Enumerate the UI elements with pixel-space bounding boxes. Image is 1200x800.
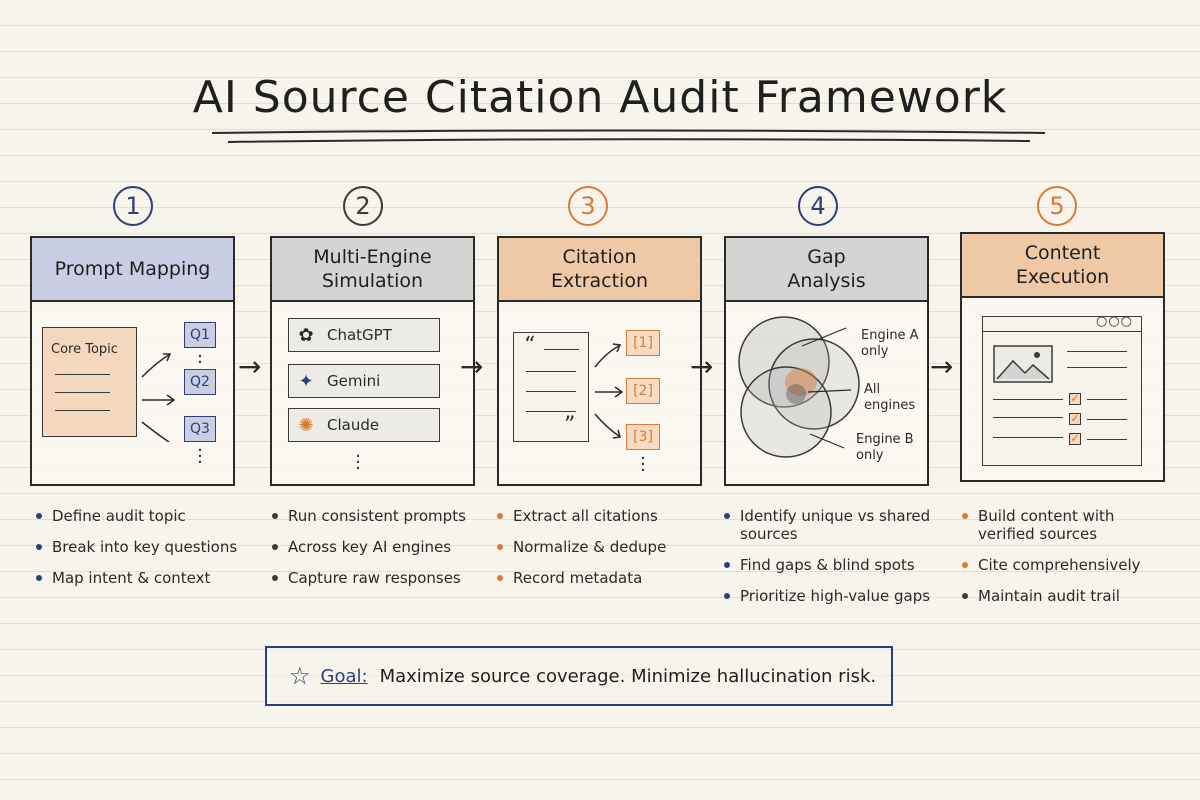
venn-diagram <box>738 316 860 458</box>
close-quote-icon: ” <box>564 413 576 438</box>
step-5-number: 5 <box>1037 186 1077 226</box>
image-placeholder-icon <box>993 345 1053 383</box>
citation-box: [2] <box>626 378 660 404</box>
citation-box: [3] <box>626 424 660 450</box>
goal-label: Goal: <box>320 665 368 687</box>
core-topic-label: Core Topic <box>51 342 118 357</box>
step-4-number: 4 <box>798 186 838 226</box>
bullet-item: Across key AI engines <box>268 538 478 556</box>
doc-line <box>526 371 576 372</box>
core-topic-note: Core Topic <box>42 327 137 437</box>
step-1-bullets: Define audit topic Break into key questi… <box>32 507 242 600</box>
citation-box: [1] <box>626 330 660 356</box>
bullet-item: Map intent & context <box>32 569 242 587</box>
ellipsis-icon: ··· <box>355 446 361 479</box>
step-4-card: Gap Analysis Engine A only All engines E… <box>724 236 929 486</box>
citation-arrows <box>594 343 624 439</box>
venn-label-engine-b: Engine B only <box>856 432 914 463</box>
title-underline <box>211 129 1046 143</box>
note-line <box>55 374 110 375</box>
content-line <box>993 399 1063 400</box>
step-5-bullets: Build content with verified sources Cite… <box>958 507 1158 618</box>
arrow-right-icon: → <box>460 350 484 383</box>
engine-name: Claude <box>327 416 380 434</box>
goal-text: Maximize source coverage. Minimize hallu… <box>379 665 877 687</box>
doc-line <box>526 391 576 392</box>
content-line <box>1087 419 1127 420</box>
step-5-title: Content Execution <box>962 234 1163 298</box>
note-line <box>55 392 110 393</box>
checkbox-checked-icon: ✓ <box>1069 392 1081 405</box>
bullet-item: Capture raw responses <box>268 569 478 587</box>
arrow-right-icon: → <box>930 350 954 383</box>
bullet-item: Define audit topic <box>32 507 242 525</box>
step-2-number: 2 <box>343 186 383 226</box>
engine-chatgpt: ✿ ChatGPT <box>288 318 440 352</box>
engine-name: Gemini <box>327 372 381 390</box>
step-2-card: Multi-Engine Simulation ✿ ChatGPT ✦ Gemi… <box>270 236 475 486</box>
step-3-number: 3 <box>568 186 608 226</box>
bullet-item: Break into key questions <box>32 538 242 556</box>
gemini-star-icon: ✦ <box>298 370 314 392</box>
openai-icon: ✿ <box>298 324 314 346</box>
bullet-item: Record metadata <box>493 569 703 587</box>
browser-titlebar: ○○○ <box>983 314 1141 332</box>
ellipsis-icon: ·· <box>197 346 203 373</box>
step-1-title: Prompt Mapping <box>32 238 233 302</box>
step-3-bullets: Extract all citations Normalize & dedupe… <box>493 507 703 600</box>
bullet-item: Cite comprehensively <box>958 556 1158 574</box>
step-5-card: Content Execution ○○○ ✓ ✓ ✓ <box>960 232 1165 482</box>
browser-window: ○○○ ✓ ✓ ✓ <box>982 314 1142 466</box>
source-document: “ ” <box>513 332 589 442</box>
content-line <box>993 417 1063 418</box>
content-line <box>1087 439 1127 440</box>
checkbox-checked-icon: ✓ <box>1069 412 1081 425</box>
engine-gemini: ✦ Gemini <box>288 364 440 398</box>
ellipsis-icon: ··· <box>197 440 203 473</box>
engine-name: ChatGPT <box>327 326 392 344</box>
step-1-card: Prompt Mapping Core Topic Q1 ·· Q2 Q3 ··… <box>30 236 235 486</box>
step-4-title: Gap Analysis <box>726 238 927 302</box>
note-line <box>55 410 110 411</box>
step-3-card: Citation Extraction “ ” [1] [2] [3] ··· <box>497 236 702 486</box>
bullet-item: Extract all citations <box>493 507 703 525</box>
content-line <box>1087 399 1127 400</box>
content-line <box>993 437 1063 438</box>
venn-label-all: All engines <box>864 382 916 413</box>
doc-line <box>544 349 579 350</box>
question-arrows <box>141 353 176 442</box>
bullet-item: Build content with verified sources <box>958 507 1158 543</box>
doc-line <box>526 411 576 412</box>
venn-label-engine-a: Engine A only <box>861 328 919 359</box>
page-title: AI Source Citation Audit Framework <box>192 72 1008 123</box>
step-2-bullets: Run consistent prompts Across key AI eng… <box>268 507 478 600</box>
content-line <box>1067 367 1127 368</box>
step-2-title: Multi-Engine Simulation <box>272 238 473 302</box>
ellipsis-icon: ··· <box>640 448 646 481</box>
bullet-item: Find gaps & blind spots <box>720 556 940 574</box>
bullet-item: Maintain audit trail <box>958 587 1158 605</box>
step-3-title: Citation Extraction <box>499 238 700 302</box>
bullet-item: Prioritize high-value gaps <box>720 587 940 605</box>
question-box: Q1 <box>184 322 216 348</box>
open-quote-icon: “ <box>524 333 536 358</box>
arrow-right-icon: → <box>690 350 714 383</box>
star-icon: ☆ <box>289 662 311 690</box>
claude-burst-icon: ✺ <box>298 414 314 436</box>
checkbox-checked-icon: ✓ <box>1069 432 1081 445</box>
content-line <box>1067 351 1127 352</box>
goal-box: ☆ Goal: Maximize source coverage. Minimi… <box>265 646 893 706</box>
step-1-number: 1 <box>113 186 153 226</box>
window-dots-icon: ○○○ <box>1095 314 1133 329</box>
engine-claude: ✺ Claude <box>288 408 440 442</box>
question-box: Q3 <box>184 416 216 442</box>
bullet-item: Normalize & dedupe <box>493 538 703 556</box>
arrow-right-icon: → <box>238 350 262 383</box>
bullet-item: Identify unique vs shared sources <box>720 507 940 543</box>
step-4-bullets: Identify unique vs shared sources Find g… <box>720 507 940 618</box>
bullet-item: Run consistent prompts <box>268 507 478 525</box>
question-box: Q2 <box>184 369 216 395</box>
